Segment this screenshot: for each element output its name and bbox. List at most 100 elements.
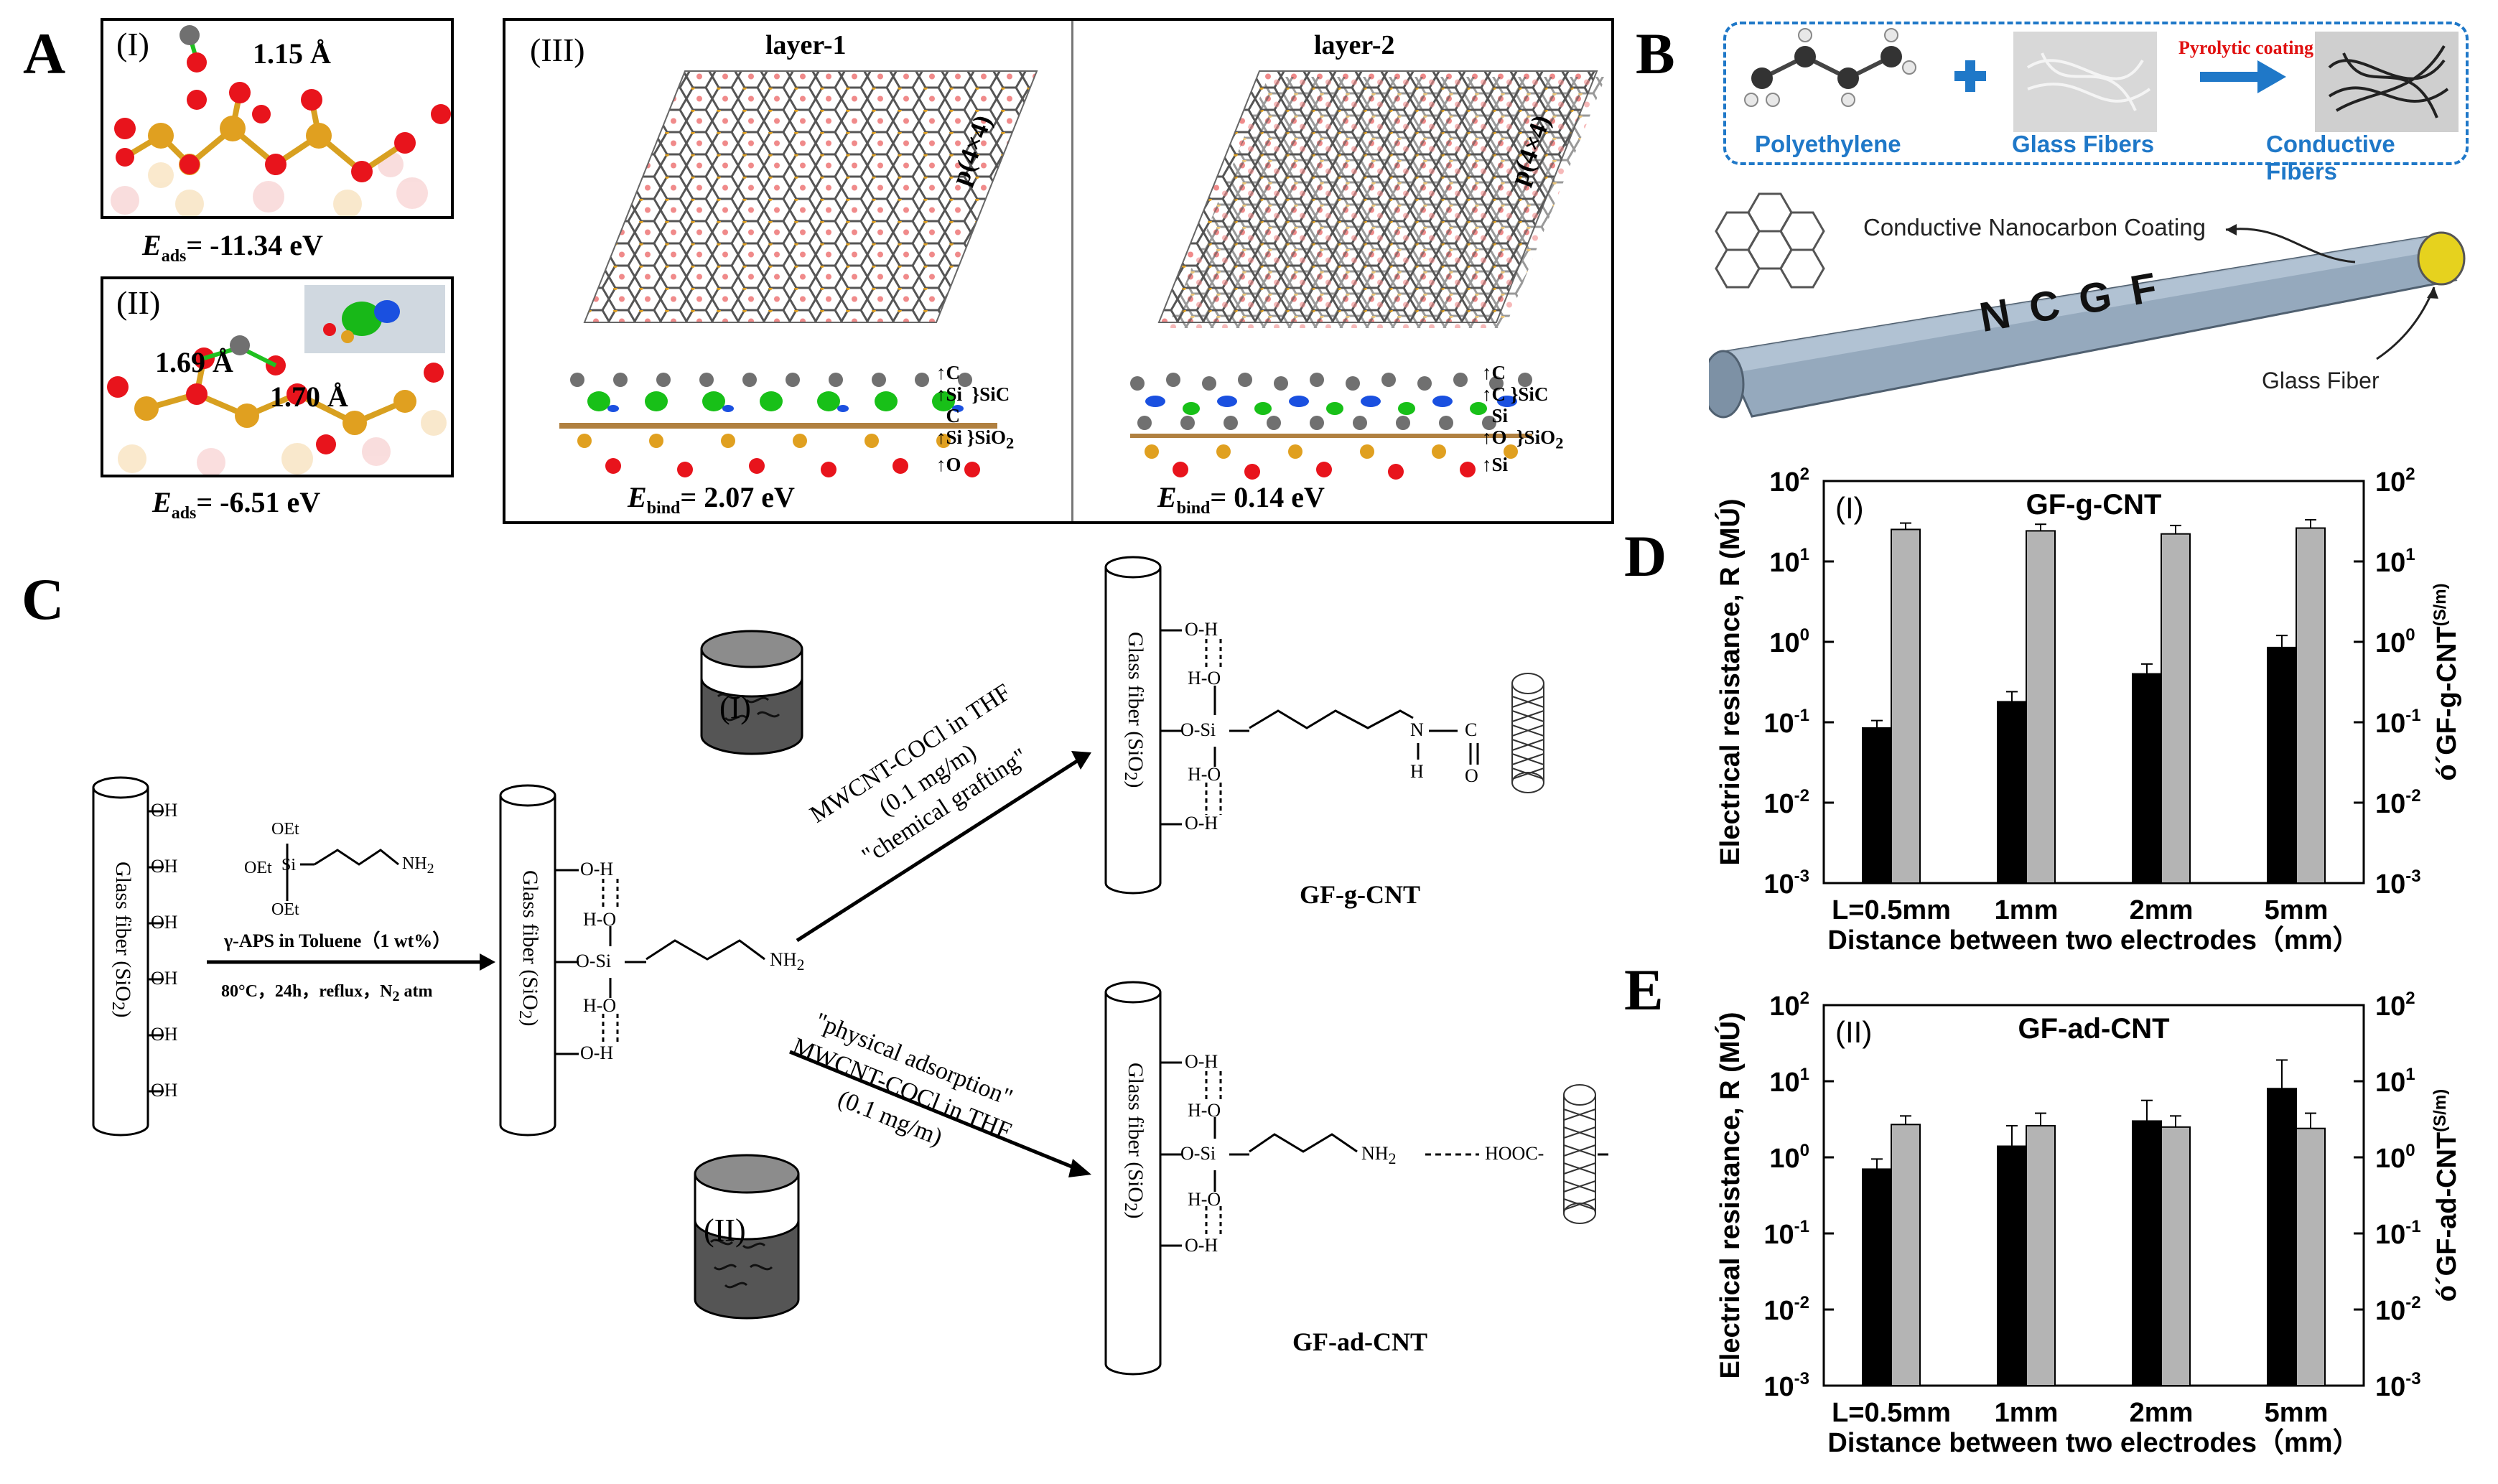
panel-a-iii-lattices bbox=[556, 70, 1605, 487]
bar-conductivity bbox=[2026, 1125, 2056, 1387]
x-tick-label: L=0.5mm bbox=[1832, 1398, 1951, 1428]
x-axis-label: Distance between two electrodes（mm） bbox=[1827, 925, 2359, 956]
panel-a-i-box: (I) 1.15 Å bbox=[101, 18, 454, 219]
beaker-i-icon bbox=[700, 630, 803, 755]
y2-tick-label: 102 bbox=[2375, 991, 2415, 1022]
y2-tick-label: 100 bbox=[2375, 625, 2415, 658]
fiber2-oh-top: O-H bbox=[580, 859, 614, 879]
panel-a-ii-roman: (II) bbox=[116, 284, 161, 321]
y2-tick-label: 100 bbox=[2375, 1141, 2415, 1174]
fiber2-ho-bottom: H-O bbox=[583, 995, 617, 1016]
y-tick-label: 101 bbox=[1769, 545, 1809, 578]
panel-a-ii-energy: Eads= -6.51 eV bbox=[152, 486, 321, 523]
step1-condition-2: 80°C，24h，reflux，N2 atm bbox=[221, 982, 433, 1004]
step1-condition-1: γ-APS in Toluene（1 wt%） bbox=[224, 930, 452, 951]
x-axis-label: Distance between two electrodes（mm） bbox=[1827, 1428, 2359, 1458]
label-pyrolytic-coating: Pyrolytic coating bbox=[2178, 37, 2313, 58]
label-polyethylene: Polyethylene bbox=[1755, 131, 1901, 157]
label-glass-fiber: Glass Fiber bbox=[2262, 368, 2380, 393]
arrow-right-icon bbox=[2200, 60, 2286, 93]
layer1-side-view bbox=[556, 365, 1001, 487]
y-tick-label: 10-1 bbox=[1763, 1217, 1809, 1250]
plot-frame bbox=[1822, 480, 2365, 885]
conductive-fibers-photo bbox=[2315, 32, 2459, 132]
panel-a-iii-divider bbox=[1071, 21, 1073, 521]
reagent-oet-left: OEt bbox=[244, 859, 272, 877]
plot-frame bbox=[1822, 1004, 2365, 1387]
chart-title: GF-g-CNT bbox=[2026, 489, 2162, 521]
fiber3-o: O bbox=[1465, 765, 1478, 786]
y2-tick-label: 101 bbox=[2375, 545, 2415, 578]
carbon-nanotube-icon-2 bbox=[1563, 1084, 1596, 1224]
x-tick-label: 2mm bbox=[2130, 1398, 2194, 1428]
y-tick-label: 102 bbox=[1769, 991, 1809, 1022]
fiber4-oh-bottom: O-H bbox=[1185, 1235, 1218, 1256]
panel-a-ii-bond1: 1.69 Å bbox=[155, 346, 233, 378]
glass-fiber-cylinder-1 bbox=[92, 776, 164, 1137]
bar-resistance bbox=[1862, 1168, 1892, 1386]
y2-tick-label: 10-3 bbox=[2375, 867, 2421, 900]
y-tick-label: 100 bbox=[1769, 625, 1809, 658]
carbon-nanotube-icon-1 bbox=[1511, 673, 1544, 793]
bar-conductivity bbox=[2296, 1127, 2326, 1386]
reagent-oet-bottom: OEt bbox=[271, 900, 299, 919]
panel-letter-a: A bbox=[23, 21, 66, 86]
fiber4-o-si: O-Si bbox=[1180, 1143, 1216, 1164]
product-gf-ad-cnt: GF-ad-CNT bbox=[1292, 1327, 1427, 1356]
bar-resistance bbox=[2267, 1088, 2297, 1386]
reagent-nh2: NH2 bbox=[402, 854, 434, 877]
fiber3-ho-top: H-O bbox=[1188, 668, 1221, 689]
layer1-stack-labels: ↑C ↑Si }SiC C ↑Si }SiO2 ↑O bbox=[936, 362, 1015, 476]
glass-fiber-label-4: Glass fiber (SiO2) bbox=[1121, 1063, 1147, 1219]
panel-a-i-structure bbox=[111, 25, 451, 216]
gamma-aps-molecule bbox=[286, 844, 399, 901]
label-conductive-fibers: Conductive Fibers bbox=[2266, 131, 2395, 185]
panel-letter-e: E bbox=[1624, 957, 1664, 1022]
y2-tick-label: 10-2 bbox=[2375, 1293, 2421, 1326]
polyethylene-molecule-icon bbox=[1744, 28, 1916, 107]
bar-resistance bbox=[2267, 646, 2297, 884]
oh-group-6: OH bbox=[151, 1080, 178, 1101]
y-tick-label: 102 bbox=[1769, 467, 1809, 498]
bar-conductivity bbox=[1891, 528, 1921, 884]
y2-tick-label: 10-2 bbox=[2375, 786, 2421, 819]
graphene-flake-icon bbox=[1715, 192, 1825, 289]
y-axis-label: Electrical resistance, R (MÚ) bbox=[1714, 498, 1746, 865]
chart-title: GF-ad-CNT bbox=[2018, 1013, 2169, 1045]
fiber3-h: H bbox=[1410, 761, 1424, 782]
fiber2-ho-top: H-O bbox=[583, 909, 617, 930]
fiber3-n: N bbox=[1410, 719, 1424, 740]
glass-fiber-label-2: Glass fiber (SiO2) bbox=[516, 870, 542, 1027]
y2-axis-label: ó´GF-g-CNT(S/m) bbox=[2431, 583, 2462, 780]
y2-tick-label: 102 bbox=[2375, 467, 2415, 498]
y-tick-label: 10-3 bbox=[1763, 867, 1809, 900]
fiber4-ho-bottom: H-O bbox=[1188, 1189, 1221, 1210]
label-conductive-nanocarbon-coating: Conductive Nanocarbon Coating bbox=[1863, 214, 2206, 241]
bar-conductivity bbox=[1891, 1124, 1921, 1386]
layer2-side-view bbox=[1130, 373, 1532, 480]
x-tick-label: 1mm bbox=[1995, 895, 2059, 925]
layer1-bind-energy: Ebind= 2.07 eV bbox=[628, 481, 795, 518]
panel-letter-b: B bbox=[1636, 21, 1675, 86]
y2-tick-label: 10-1 bbox=[2375, 706, 2421, 739]
reagent-si: Si bbox=[281, 856, 297, 874]
fiber3-oh-bottom: O-H bbox=[1185, 813, 1218, 834]
fiber4-nh2: NH2 bbox=[1361, 1143, 1397, 1168]
x-tick-label: 2mm bbox=[2130, 895, 2194, 925]
x-tick-label: 5mm bbox=[2265, 1398, 2329, 1428]
glass-fibers-photo bbox=[2013, 32, 2157, 132]
beaker-i-label: (I) bbox=[719, 690, 751, 725]
y-axis-label: Electrical resistance, R (MÚ) bbox=[1714, 1012, 1746, 1378]
beaker-ii-icon bbox=[694, 1154, 800, 1320]
y-tick-label: 10-1 bbox=[1763, 706, 1809, 739]
beaker-ii-label: (II) bbox=[704, 1213, 746, 1248]
panel-a-iii-box: (III) layer-1 layer-2 p(4×4) p(4×4) ↑C ↑… bbox=[503, 18, 1614, 524]
panel-a-i-bond-length: 1.15 Å bbox=[253, 37, 331, 70]
panel-b-icons bbox=[1744, 28, 2459, 132]
arrow-chemical-grafting bbox=[796, 751, 1091, 943]
y2-tick-label: 101 bbox=[2375, 1065, 2415, 1098]
panel-b-top-box: Polyethylene Glass Fibers Conductive Fib… bbox=[1723, 22, 2469, 185]
y-tick-label: 10-3 bbox=[1763, 1369, 1809, 1402]
oh-group-4: OH bbox=[151, 968, 178, 989]
